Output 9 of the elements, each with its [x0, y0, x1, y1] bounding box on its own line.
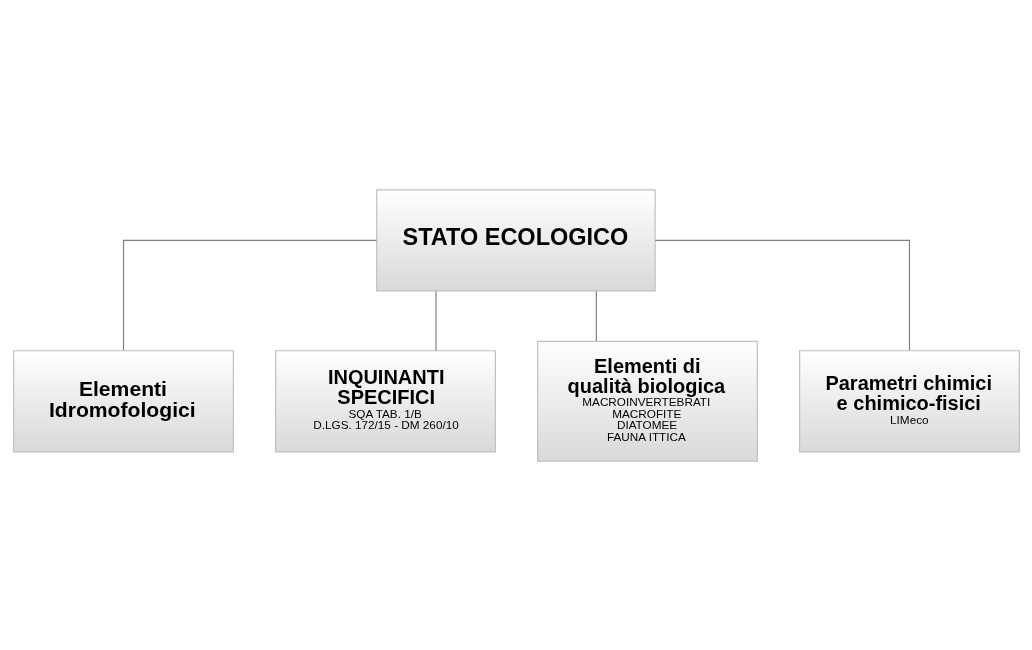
- node-box: INQUINANTI SPECIFICI SQA TAB. 1/B D.LGS. 172/15 - DM 260/10: [274, 349, 496, 452]
- node-box: Elementi di qualità biologica MACROINVERTEBRATI MACROFITE DIATOMEE FAUNA ITTICA: [536, 340, 758, 462]
- node-box: Elementi Idromofologici: [12, 349, 234, 452]
- connector: [434, 290, 437, 351]
- connector: [595, 290, 597, 342]
- connector: [654, 239, 910, 351]
- node-box: STATO ECOLOGICO: [375, 188, 656, 291]
- connector: [122, 239, 377, 351]
- node-box: Parametri chimici e chimico-fisici LIMeco: [798, 349, 1020, 452]
